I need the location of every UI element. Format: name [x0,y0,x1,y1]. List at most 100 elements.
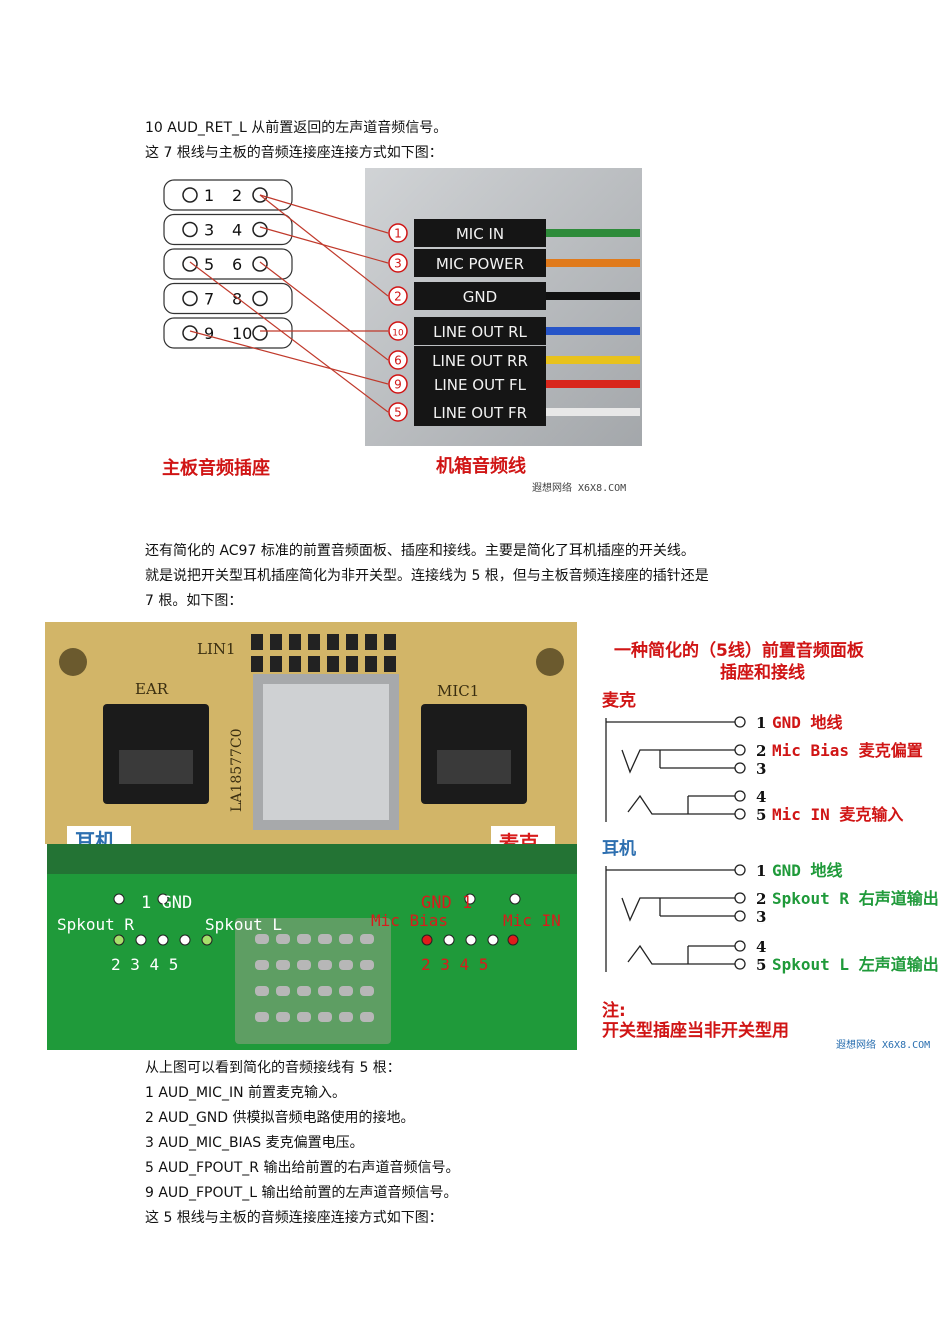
header-pin [251,656,263,672]
text-line: 3 AUD_MIC_BIAS 麦克偏置电压。 [145,1135,364,1151]
jack-pin [734,808,746,820]
text-line: 还有简化的 AC97 标准的前置音频面板、插座和接线。主要是简化了耳机插座的开关… [145,543,695,559]
header-pin [270,656,282,672]
solder-pad [318,934,332,944]
note-text: 开关型插座当非开关型用 [602,1020,789,1041]
pin-number: 6 [232,255,242,274]
jack-pin [734,910,746,922]
jack-pin-number: 4 [756,788,766,806]
connector-block [414,398,546,426]
simplified-panel-figure: LIN1 EAR MIC1 LA18577C0 耳机 麦克 1 GND GND … [45,622,945,1054]
header-pin [327,634,339,650]
mic1-silk: MIC1 [437,682,479,700]
connector-number-badge [388,350,408,370]
connector-label: LINE OUT FL [434,376,527,394]
pin-number: 5 [204,255,214,274]
text-line: 从上图可以看到简化的音频接线有 5 根： [145,1060,401,1076]
solder-pad [201,934,213,946]
text-line: 10 AUD_RET_L 从前置返回的左声道音频信号。 [145,120,448,136]
spkout-l: Spkout L [205,915,282,934]
jack-pin-number: 1 [756,862,766,880]
connector-label: LINE OUT RL [433,323,527,341]
connector-number-badge [388,374,408,394]
text-line: 7 根。如下图： [145,593,243,609]
solder-pad [360,960,374,970]
note-title: 注: [602,1000,626,1021]
solder-pad [135,934,147,946]
text-line: 这 7 根线与主板的音频连接座连接方式如下图： [145,145,443,161]
connector-block [414,346,546,374]
header-pin [289,634,301,650]
jack-pin-number: 2 [756,742,766,760]
header-pin [327,656,339,672]
connector-number: 9 [394,378,402,392]
header-pin [384,656,396,672]
text-line: 就是说把开关型耳机插座简化为非开关型。连接线为 5 根，但与主板音频连接座的插针… [145,568,709,584]
wire [540,356,640,364]
lin1-label: LIN1 [197,640,236,658]
header-pin [346,634,358,650]
jack-pin [734,940,746,952]
solder-pad [465,934,477,946]
solder-pad [255,934,269,944]
jack-pin-label: Mic IN 麦克输入 [772,805,903,824]
solder-pad [179,934,191,946]
pad-numbers-right: 2 3 4 5 [421,955,488,974]
ear-title: 耳机 [602,838,636,859]
jack-pin-label: Mic Bias 麦克偏置 [772,741,923,760]
connector-label: GND [463,288,497,306]
connector-number: 3 [394,257,402,271]
text-line: 2 AUD_GND 供模拟音频电路使用的接地。 [145,1110,415,1126]
header-pin [346,656,358,672]
text-line: 1 AUD_MIC_IN 前置麦克输入。 [145,1085,346,1101]
jack-pin [734,892,746,904]
solder-pad [297,960,311,970]
connector-label: LINE OUT FR [433,404,527,422]
pin-hole [252,290,268,307]
jack-pin-number: 5 [756,806,766,824]
jack-pin-number: 3 [756,760,766,778]
solder-pad [339,1012,353,1022]
solder-pad [297,1012,311,1022]
connector-block [414,370,546,398]
connector-label: MIC IN [456,225,504,243]
jack-pin-number: 4 [756,938,766,956]
solder-pad [318,986,332,996]
pin-number: 4 [232,221,242,240]
pin-hole [252,325,268,341]
pin-hole [252,256,268,272]
connector-number-badge [388,286,408,306]
solder-pad [360,986,374,996]
connector-number-badge [388,253,408,273]
wire [540,408,640,416]
pin-number: 1 [204,186,214,205]
wire [540,259,640,267]
pin-number: 2 [232,186,242,205]
connector-number: 5 [394,406,402,420]
solder-pad [297,934,311,944]
solder-pad [276,934,290,944]
solder-pad [360,934,374,944]
jack-pin [734,716,746,728]
schematic-subtitle: 插座和接线 [720,662,805,683]
solder-pad [507,934,519,946]
jack-pin [734,790,746,802]
pin-number: 7 [204,290,214,309]
jack-pin [734,864,746,876]
mic-in: Mic IN [503,911,561,930]
spkout-r: Spkout R [57,915,134,934]
header-pin [308,634,320,650]
solder-pad [276,986,290,996]
pin-hole [252,187,268,203]
pin-hole [182,256,198,272]
solder-pad [339,986,353,996]
solder-pad [276,1012,290,1022]
connector-label: MIC POWER [436,255,524,273]
header-pin [384,634,396,650]
header-pin [270,634,282,650]
jack-pin [734,744,746,756]
wire [540,327,640,335]
solder-pad [276,960,290,970]
